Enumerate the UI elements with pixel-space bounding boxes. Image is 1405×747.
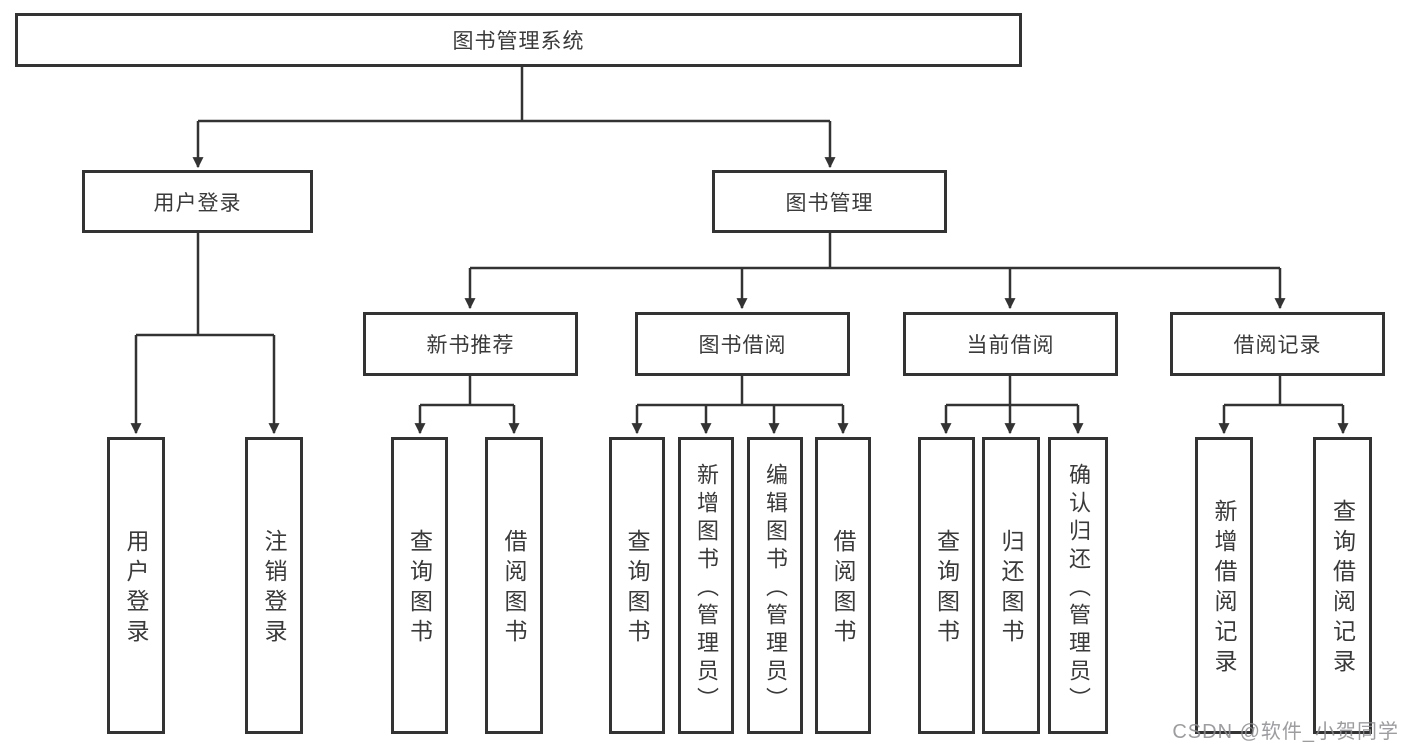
node-label: 借阅记录: [1233, 334, 1322, 357]
node-label: 借阅图书: [501, 529, 527, 649]
node-label: 查询借阅记录: [1329, 499, 1356, 679]
leaf-add-borrow-record: 新增借阅记录: [1195, 437, 1253, 734]
node-label: 查询图书: [406, 529, 433, 649]
node-borrowing-records: 借阅记录: [1170, 312, 1385, 376]
node-user-login: 用户登录: [82, 170, 313, 233]
node-label: 用户登录: [123, 529, 149, 649]
node-label: 查询图书: [933, 529, 960, 649]
node-label: 图书管理: [785, 191, 874, 215]
leaf-borrow-books-borrow: 借阅图书: [815, 437, 871, 734]
node-library-management-system: 图书管理系统: [15, 13, 1022, 67]
leaf-logout-login: 注销登录: [245, 437, 303, 734]
node-label: 新增借阅记录: [1211, 499, 1237, 679]
leaf-query-borrow-record: 查询借阅记录: [1313, 437, 1372, 734]
leaf-query-books-recommend: 查询图书: [391, 437, 448, 734]
leaf-confirm-return-admin: 确认归还（管理员）: [1048, 437, 1108, 734]
node-label: 查询图书: [624, 529, 650, 649]
node-label: 注销登录: [261, 529, 287, 649]
leaf-user-login: 用户登录: [107, 437, 165, 734]
node-label: 用户登录: [153, 191, 242, 215]
leaf-add-book-admin: 新增图书（管理员）: [678, 437, 734, 734]
leaf-query-books-borrow: 查询图书: [609, 437, 665, 734]
node-label: 确认归还（管理员）: [1066, 462, 1091, 715]
node-label: 新书推荐: [426, 334, 515, 357]
node-label: 图书管理系统: [452, 30, 585, 53]
leaf-borrow-books-recommend: 借阅图书: [485, 437, 543, 734]
node-book-borrowing: 图书借阅: [635, 312, 850, 376]
node-label: 编辑图书（管理员）: [763, 462, 788, 715]
leaf-return-books: 归还图书: [982, 437, 1040, 734]
node-new-book-recommendation: 新书推荐: [363, 312, 578, 376]
node-label: 当前借阅: [966, 334, 1055, 357]
node-label: 新增图书（管理员）: [694, 462, 719, 715]
csdn-watermark: CSDN @软件_小贺同学: [1172, 721, 1399, 743]
node-label: 借阅图书: [830, 529, 856, 649]
leaf-query-books-current: 查询图书: [918, 437, 975, 734]
leaf-edit-book-admin: 编辑图书（管理员）: [747, 437, 803, 734]
node-label: 图书借阅: [698, 334, 787, 357]
node-label: 归还图书: [998, 529, 1024, 649]
node-current-borrowing: 当前借阅: [903, 312, 1118, 376]
node-book-management: 图书管理: [712, 170, 947, 233]
